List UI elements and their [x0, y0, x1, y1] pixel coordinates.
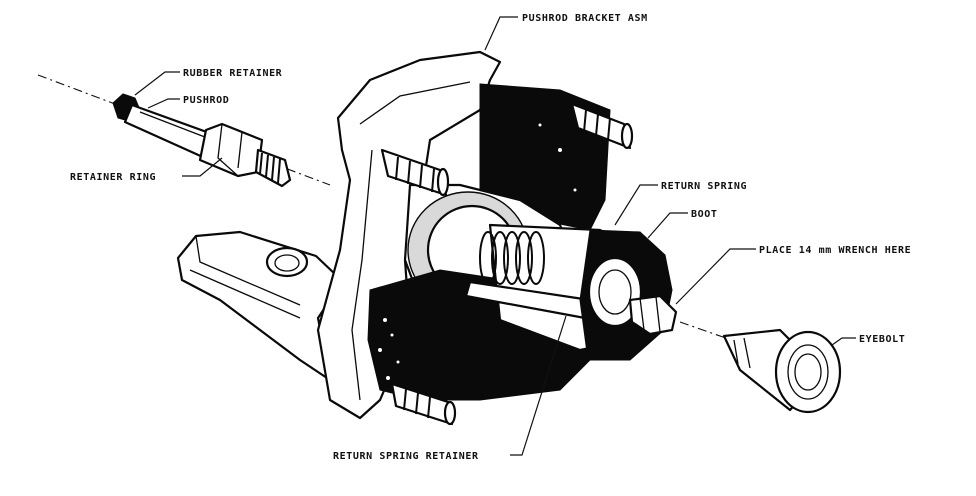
label-retainer-ring: RETAINER RING — [70, 172, 156, 183]
pushrod-bracket-body — [176, 50, 678, 420]
label-boot: BOOT — [691, 209, 717, 220]
mounting-hole — [265, 246, 309, 278]
label-return-spring: RETURN SPRING — [661, 181, 747, 192]
eyebolt-part — [722, 328, 842, 414]
label-pushrod: PUSHROD — [183, 95, 229, 106]
label-pushrod-bracket: PUSHROD BRACKET ASM — [522, 13, 648, 24]
bracket-mounting-foot — [176, 230, 338, 382]
eyebolt-ring — [774, 330, 842, 414]
leader-lines — [134, 16, 856, 456]
stud-lower-left — [390, 382, 457, 426]
stud-upper-left — [380, 148, 450, 197]
label-return-spring-retainer: RETURN SPRING RETAINER — [333, 451, 479, 462]
label-eyebolt: EYEBOLT — [859, 334, 905, 345]
stud-upper-right — [570, 102, 634, 150]
pushrod-assembly — [112, 93, 292, 188]
callout-labels: PUSHROD BRACKET ASM RUBBER RETAINER PUSH… — [70, 13, 911, 462]
label-wrench-note: PLACE 14 mm WRENCH HERE — [759, 245, 911, 256]
bracket-studs — [380, 102, 634, 426]
label-rubber-retainer: RUBBER RETAINER — [183, 68, 283, 79]
